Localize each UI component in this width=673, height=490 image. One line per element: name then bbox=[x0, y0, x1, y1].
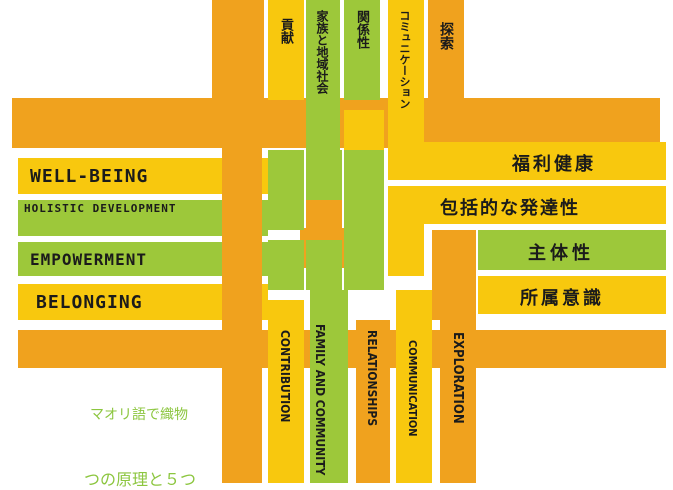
vstrip-tansaku bbox=[428, 0, 464, 100]
caption-line-2: つの原理と５つ bbox=[84, 470, 197, 489]
weave-center-6 bbox=[268, 240, 304, 290]
label-exploration: EXPLORATION bbox=[450, 332, 465, 424]
weave-center-8 bbox=[432, 230, 476, 320]
weave-center-1 bbox=[268, 150, 304, 230]
band-fukuri bbox=[388, 142, 666, 180]
vstrip-contribution bbox=[268, 300, 304, 483]
vstrip-kouken bbox=[268, 0, 304, 100]
label-kankeisei: 関係性 bbox=[354, 10, 369, 49]
label-communication-en: COMMUNICATION bbox=[406, 340, 419, 437]
weave-center-4 bbox=[344, 150, 384, 290]
label-houkatsu-hattatsu: 包括的な発達性 bbox=[440, 198, 580, 219]
label-family-community: FAMILY AND COMMUNITY bbox=[313, 324, 327, 476]
vstrip-kankei bbox=[344, 0, 380, 100]
weave-center-5 bbox=[306, 200, 342, 240]
label-well-being: WELL-BEING bbox=[30, 166, 149, 187]
label-shutaisei: 主体性 bbox=[528, 243, 594, 264]
label-relationships: RELATIONSHIPS bbox=[365, 330, 379, 427]
vstrip-family bbox=[310, 290, 348, 483]
weave-center-7 bbox=[388, 186, 424, 276]
vstrip-communication bbox=[396, 290, 432, 483]
weave-center-3 bbox=[344, 110, 384, 150]
label-kouken: 貢献 bbox=[278, 18, 293, 44]
weave-center-9 bbox=[306, 240, 342, 290]
vstrip-exploration bbox=[440, 320, 476, 483]
weave-center-2 bbox=[306, 150, 342, 200]
band-hattatsu bbox=[400, 186, 666, 224]
caption-line-1: マオリ語で織物 bbox=[90, 407, 188, 423]
label-holistic-development: HOLISTIC DEVELOPMENT bbox=[24, 202, 177, 215]
label-fukuri-kenkou: 福利健康 bbox=[512, 154, 596, 175]
vstrip-far-bottom bbox=[222, 370, 262, 483]
label-tansaku: 探索 bbox=[438, 22, 454, 50]
vstrip-kazoku bbox=[306, 0, 340, 150]
vstrip-comm bbox=[388, 0, 424, 180]
label-kazoku-chiiki: 家族と地域社会 bbox=[315, 10, 329, 94]
vstrip-relationships bbox=[356, 320, 390, 483]
label-belonging: BELONGING bbox=[36, 292, 143, 313]
vstrip-1 bbox=[212, 0, 264, 120]
label-shozoku-ishiki: 所属意識 bbox=[520, 288, 604, 309]
band-shozoku bbox=[478, 276, 666, 314]
label-empowerment: EMPOWERMENT bbox=[30, 250, 147, 269]
band-shutaisei bbox=[478, 230, 666, 270]
label-contribution: CONTRIBUTION bbox=[278, 330, 292, 423]
label-communication-ja: コミュニケーション bbox=[398, 10, 411, 109]
